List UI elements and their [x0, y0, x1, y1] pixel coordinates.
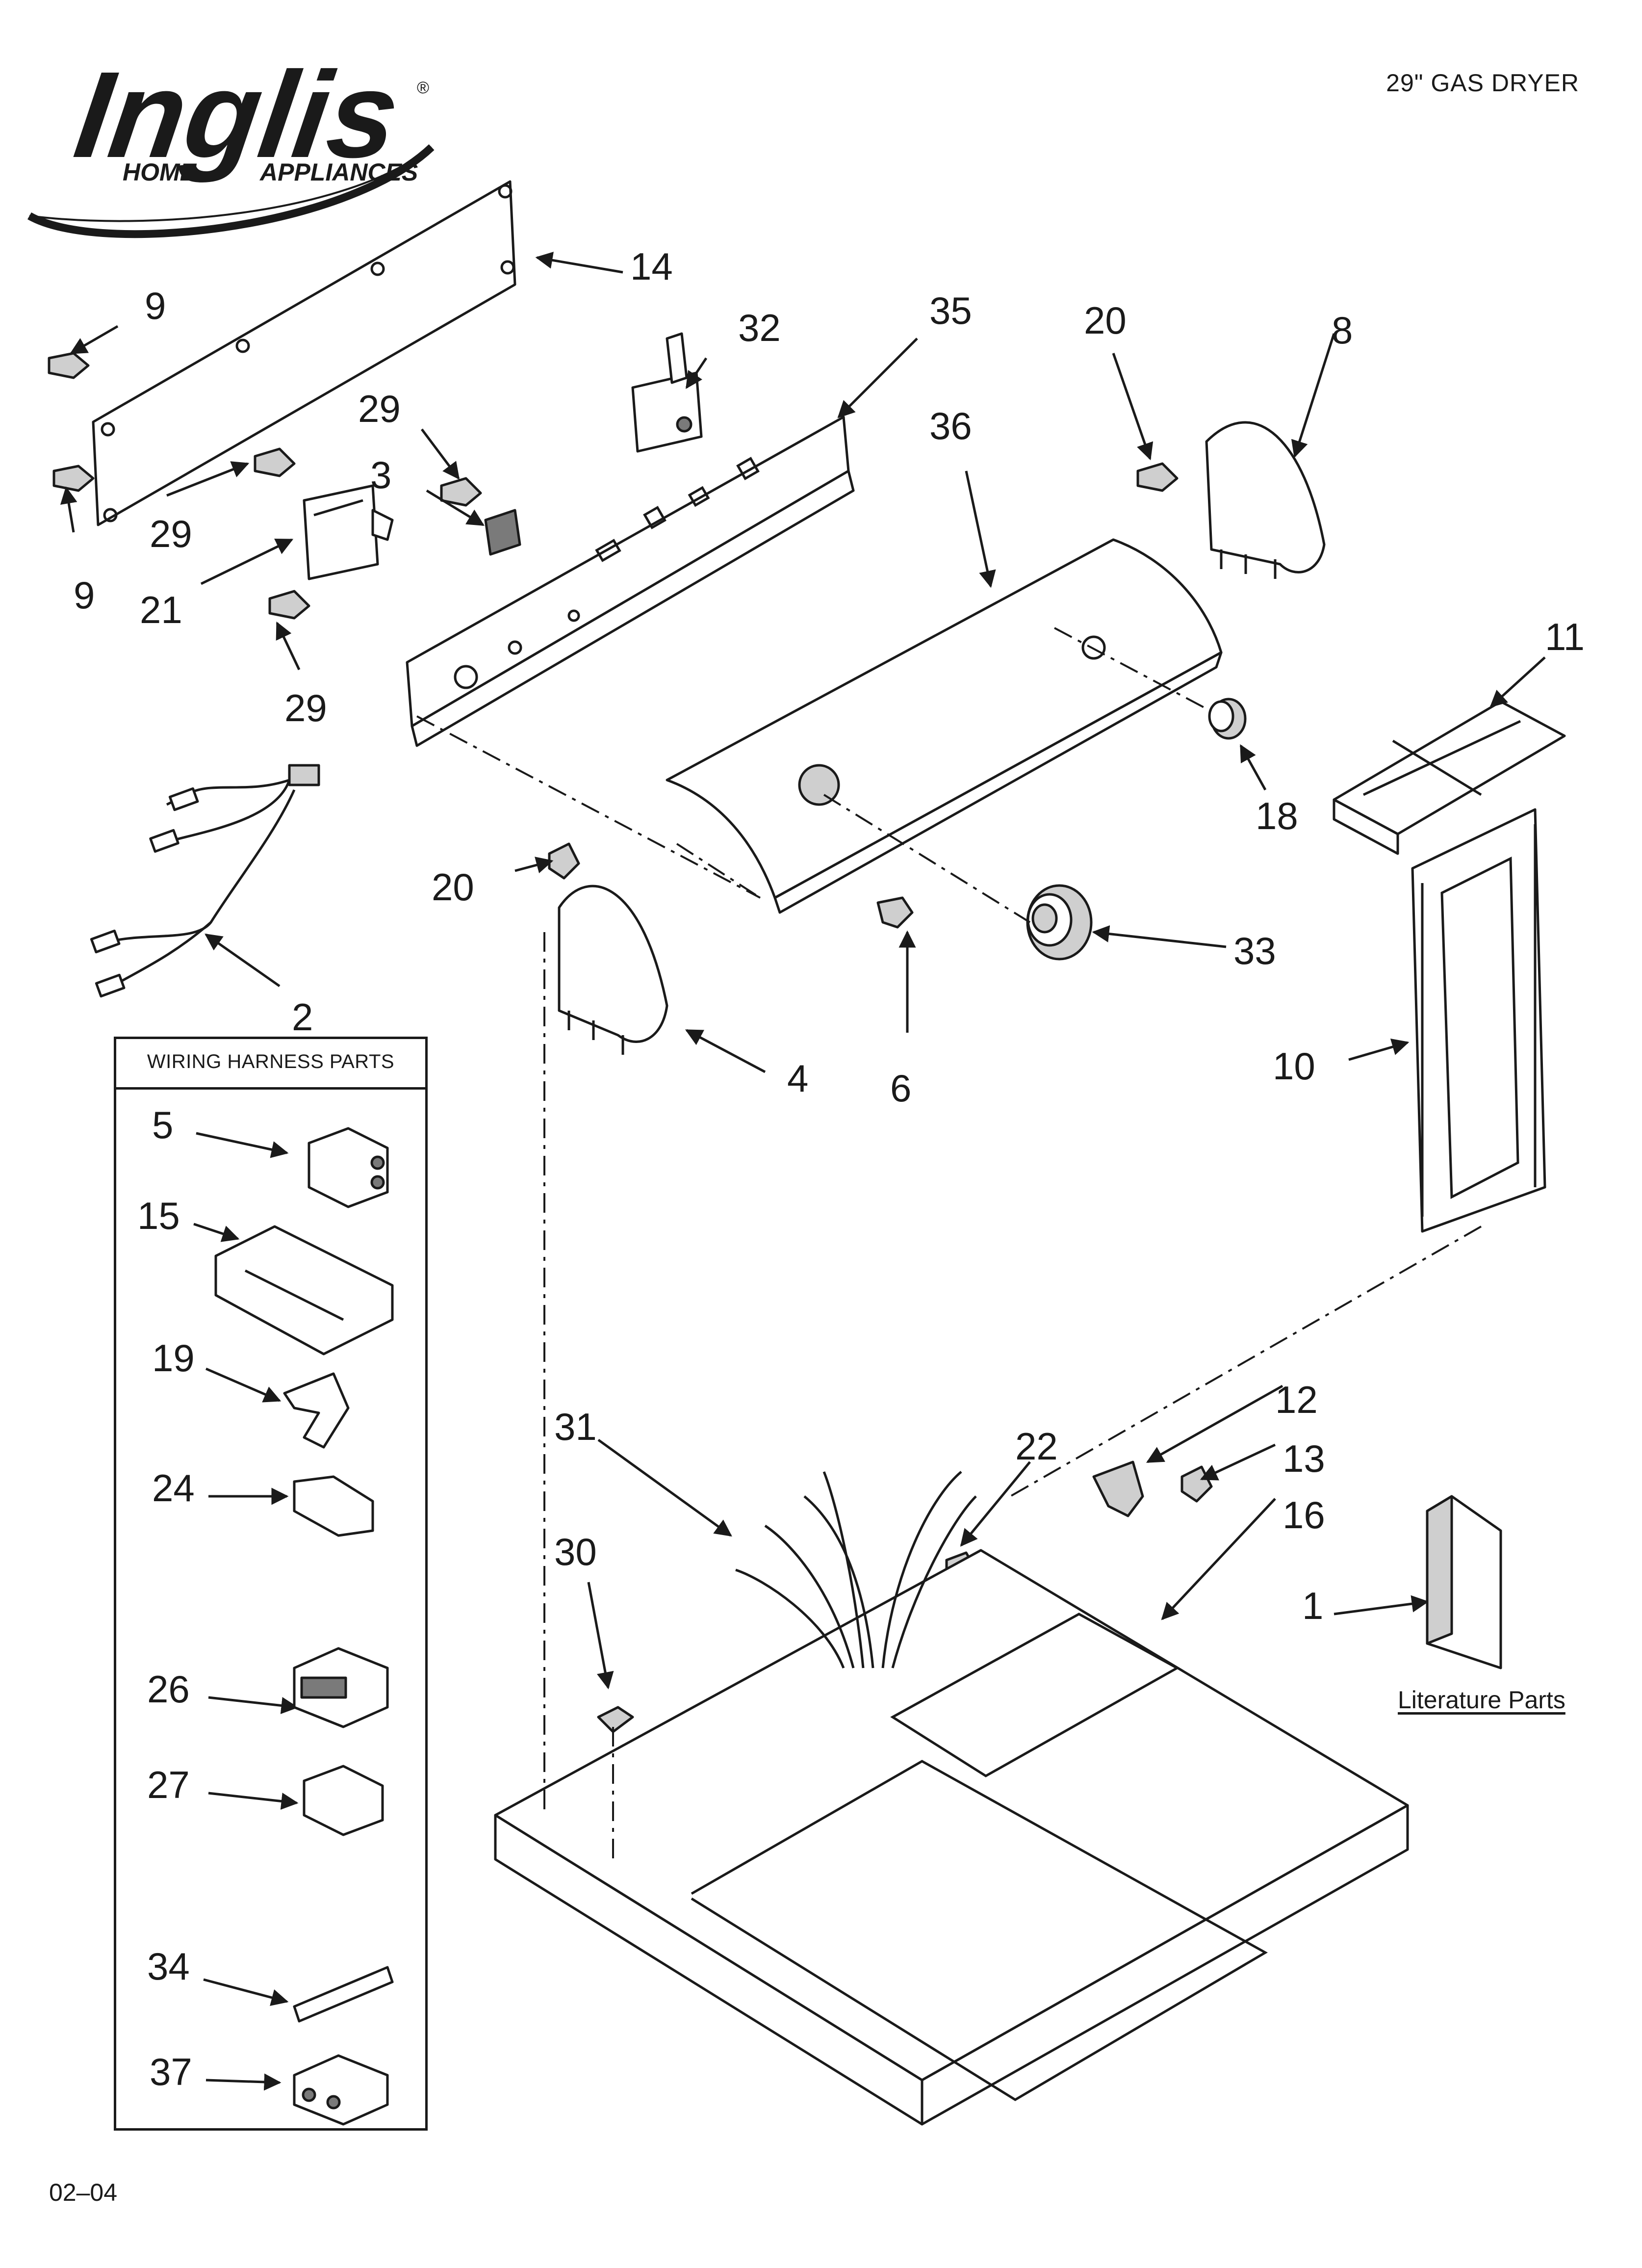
screw-29-c — [268, 590, 310, 620]
callout-22: 22 — [1015, 1425, 1058, 1468]
callout-36: 36 — [929, 404, 972, 447]
part-18-knob — [1208, 698, 1247, 740]
leader-arrows — [60, 252, 1546, 1690]
model-title: 29" GAS DRYER — [1386, 69, 1579, 97]
part-4-end-cap-left — [558, 885, 668, 1055]
callout-numbers: 14 9 9 29 29 29 3 21 32 35 36 20 8 11 18… — [74, 245, 1585, 1627]
wiring-harness-parts-box — [114, 1037, 428, 2131]
harness-item-37: 37 — [150, 2050, 389, 2126]
part-32-switch — [631, 332, 703, 453]
registered-mark: ® — [417, 78, 429, 97]
callout-31: 31 — [554, 1405, 597, 1448]
screw-29-a — [254, 447, 296, 477]
callout-20-lower: 20 — [432, 865, 474, 909]
part-30-clip — [597, 1706, 634, 1733]
callout-12: 12 — [1275, 1378, 1318, 1421]
brand-tagline-appliances: APPLIANCES — [259, 158, 418, 186]
part-1-literature — [1426, 1495, 1502, 1669]
callout-30: 30 — [554, 1530, 597, 1573]
brand-name: Inglis — [67, 47, 407, 183]
part-33-knob — [1026, 884, 1093, 961]
callout-29-mid: 29 — [358, 387, 401, 430]
part-35-console-bracket — [406, 416, 855, 747]
callout-29-lower: 29 — [284, 686, 327, 730]
part-10-lint-screen — [1411, 808, 1546, 1233]
callout-9-upper: 9 — [145, 284, 166, 327]
part-3-clip — [484, 509, 521, 556]
screw-13 — [1180, 1465, 1213, 1503]
harness-callout-15: 15 — [137, 1194, 180, 1237]
callout-9-lower: 9 — [74, 574, 95, 617]
harness-parts: 5 15 19 24 26 27 — [137, 1103, 394, 2126]
harness-callout-5: 5 — [152, 1103, 173, 1147]
callout-18: 18 — [1256, 794, 1298, 837]
part-21-timer — [303, 484, 394, 580]
callout-14: 14 — [630, 245, 673, 288]
wiring-harness-parts-title: WIRING HARNESS PARTS — [114, 1037, 428, 1090]
harness-callout-27: 27 — [147, 1763, 190, 1806]
callout-10: 10 — [1273, 1044, 1315, 1088]
part-2-wire-harness — [90, 764, 320, 998]
part-14-rear-panel — [92, 180, 516, 526]
alignment-lines — [416, 627, 1482, 1864]
callout-2: 2 — [292, 995, 313, 1039]
screw-29-b — [440, 477, 482, 507]
harness-callout-34: 34 — [147, 1945, 190, 1988]
callout-29-left: 29 — [150, 512, 192, 555]
screw-9-lower — [52, 465, 95, 492]
harness-callout-26: 26 — [147, 1668, 190, 1711]
part-36-console — [666, 538, 1223, 914]
brand-tagline-home: HOME — [123, 158, 197, 186]
callout-6: 6 — [890, 1067, 911, 1110]
part-12-bracket — [1092, 1460, 1144, 1517]
harness-item-26: 26 — [147, 1647, 389, 1728]
harness-item-19: 19 — [152, 1336, 350, 1449]
harness-item-5: 5 — [152, 1103, 389, 1208]
screw-9-upper — [48, 352, 90, 379]
literature-parts-label: Literature Parts — [1398, 1686, 1565, 1714]
screw-6 — [876, 896, 914, 929]
callout-11: 11 — [1545, 615, 1585, 658]
harness-callout-19: 19 — [152, 1336, 195, 1380]
callout-13: 13 — [1283, 1437, 1325, 1480]
callout-33: 33 — [1233, 929, 1276, 972]
harness-item-34: 34 — [147, 1945, 394, 2023]
harness-callout-24: 24 — [152, 1466, 195, 1510]
callout-21: 21 — [140, 588, 182, 631]
callout-20-upper: 20 — [1084, 299, 1127, 342]
callout-35: 35 — [929, 289, 972, 332]
callout-3: 3 — [370, 453, 391, 496]
harness-callout-37: 37 — [150, 2050, 192, 2093]
harness-item-24: 24 — [152, 1466, 374, 1537]
part-11-lint-screen-cover — [1333, 700, 1566, 855]
callout-16: 16 — [1283, 1493, 1325, 1537]
screw-20-upper — [1136, 462, 1179, 492]
part-31-wiring — [735, 1471, 977, 1668]
brand-logo: Inglis ® HOME APPLIANCES — [27, 47, 435, 238]
callout-1: 1 — [1302, 1584, 1323, 1627]
harness-item-15: 15 — [137, 1194, 394, 1356]
callout-4: 4 — [787, 1057, 808, 1100]
part-8-end-cap-right — [1205, 421, 1326, 579]
harness-item-27: 27 — [147, 1763, 384, 1836]
callout-8: 8 — [1332, 309, 1353, 352]
date-code: 02–04 — [49, 2179, 118, 2206]
part-16-dryer-top — [494, 1549, 1409, 2126]
callout-32: 32 — [738, 306, 781, 349]
screws — [48, 352, 1213, 1584]
screw-20-lower — [548, 842, 580, 880]
